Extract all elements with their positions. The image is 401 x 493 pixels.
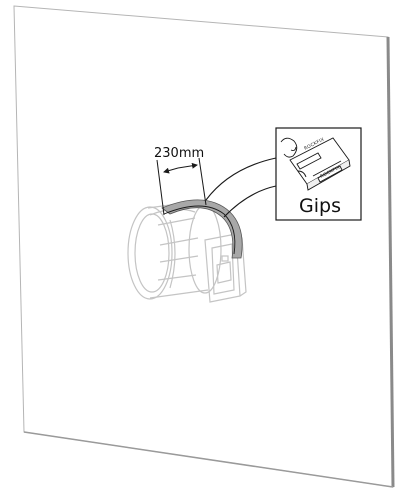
gypsum-sealing-band xyxy=(161,199,243,259)
wall-panel xyxy=(13,5,395,488)
gips-callout-box: ROCKFIX ROCKFIX Gips xyxy=(275,127,362,221)
dimension-label: 230mm xyxy=(154,146,204,161)
dimension-230mm xyxy=(156,157,207,216)
callout-leader xyxy=(205,157,277,218)
gips-label: Gips xyxy=(299,195,341,217)
plaster-bag-icon xyxy=(280,137,351,191)
